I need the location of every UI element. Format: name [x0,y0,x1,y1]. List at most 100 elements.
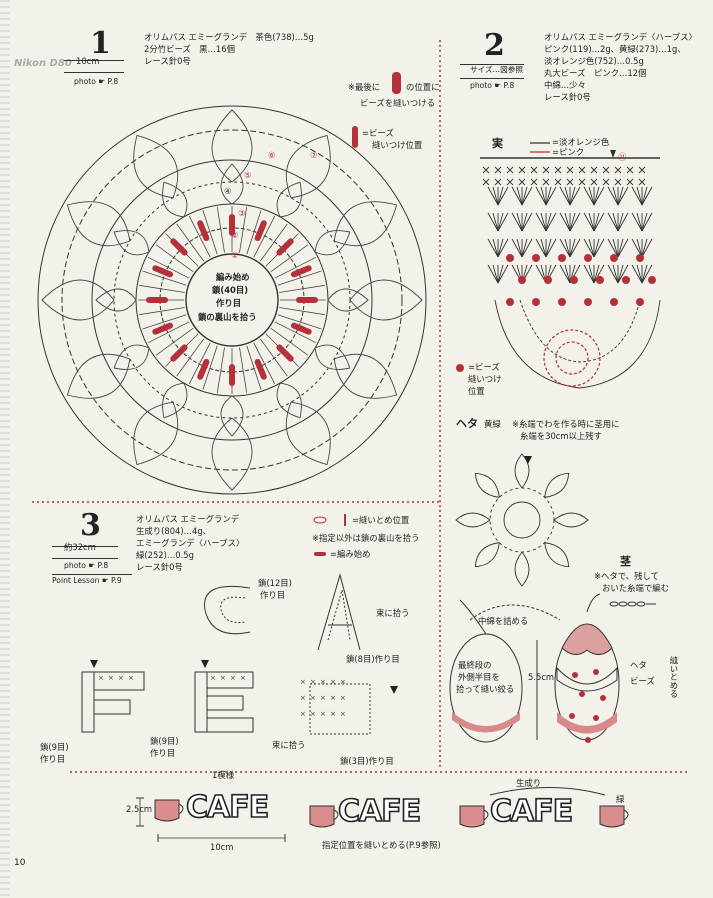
round-label-4: ④ [224,186,232,196]
stuff-note: 中綿を詰める [478,616,529,626]
a-chain: 鎖(8目)作り目 [346,654,400,664]
section-1-size: 10cm [76,56,100,66]
letter-a-chart [317,573,361,651]
calyx-note-1: ※糸端でわを作る時に茎用に [512,419,620,429]
e-chain-1: 鎖(9目) [150,736,179,746]
banner-note: 指定位置を縫いとめる(P.9参照) [322,840,441,850]
svg-text:×: × [128,674,134,682]
svg-text:×: × [310,678,316,686]
svg-text:×: × [118,674,124,682]
camera-watermark: Nikon D80 [14,58,72,69]
banner-height: 2.5cm [126,804,153,814]
svg-text:×: × [330,710,336,718]
section-3-size: 約32cm [64,542,96,552]
sew-note-1: 最終段の [458,660,492,670]
last-pick: 束に拾う [272,740,306,750]
bead-legend-2-a: =ビーズ [468,362,500,372]
doily-diagram [37,105,427,495]
section-2-rule-2 [460,78,524,79]
section-3-rule [52,546,118,547]
svg-text:×: × [240,674,246,682]
bead-note-sew: ビーズを縫いつける [360,98,435,108]
svg-text:×: × [300,694,306,702]
point-lesson-link[interactable]: Point Lesson ☛ P.9 [52,576,122,585]
legend-sew-pos: =縫いとめ位置 [352,515,410,525]
section-1-photo-link[interactable]: photo ☛ P.8 [74,77,119,86]
section-2-material-1: オリムパス エミーグランデ〈ハーブス〉 [544,32,697,42]
legend-back-loop: ※指定以外は鎖の裏山を拾う [312,533,420,543]
svg-text:×: × [300,678,306,686]
stem-note-2: おいた糸端で編む [602,583,669,593]
svg-text:×: × [320,678,326,686]
finishing-illustration [449,593,620,743]
calyx-color: 黄緑 [484,419,501,429]
round-label-6: ⑥ [268,150,276,160]
bead-legend-2-b: 縫いつけ [468,374,502,384]
page-number: 10 [14,858,26,868]
round-label-7: ⑦ [310,150,318,160]
section-2-photo-link[interactable]: photo ☛ P.8 [470,81,515,90]
svg-text:×: × [108,674,114,682]
svg-text:×: × [330,694,336,702]
center-text-4: 鎖の裏山を拾う [198,312,257,322]
e-bottom-pattern: 1模様 [212,770,235,780]
svg-text:×: × [340,678,346,686]
section-3-material-1: オリムパス エミーグランデ [136,514,240,524]
round-11-label: ⑪ [618,152,627,162]
bead-note-pos: の位置に [406,82,440,92]
banner-green-label: 緑 [616,794,625,804]
section-3-rule-2 [52,558,118,559]
cafe-word-3: CAFE [489,793,574,830]
bead-note-last: ※最後に [348,82,381,92]
round-label-3: ③ [238,208,246,218]
center-text-1: 編み始め [216,272,250,282]
bead-legend-2-c: 位置 [468,386,485,396]
cafe-word-1: CAFE [185,789,270,826]
center-text-3: 作り目 [216,298,242,308]
section-1-material-1: オリムパス エミーグランデ 茶色(738)…5g [144,32,314,42]
section-2-rule [460,64,524,65]
c-chain-2: 作り目 [260,590,286,600]
section-3-number: 3 [80,508,101,543]
section-1-material-2: 2分竹ビーズ 黒…16個 [144,44,235,54]
center-text-2: 鎖(40目) [212,285,249,295]
f-chain-2: 作り目 [40,754,66,764]
legend-orange: =淡オレンジ色 [552,137,610,147]
binding-edge [0,0,10,898]
calyx-note-2: 糸端を30cm以上残す [520,431,603,441]
f-chain-1: 鎖(9目) [40,742,69,752]
e-chain-2: 作り目 [150,748,176,758]
round-label-5: ⑤ [244,170,252,180]
section-3-material-3: エミーグランデ〈ハーブス〉 [136,538,245,548]
bead-legend-label: =ビーズ [362,128,394,138]
cafe-word-2: CAFE [337,793,422,830]
banner-color-label: 生成り [516,778,542,788]
section-2-size: サイズ…図参照 [470,65,523,74]
section-2-material-3: 淡オレンジ色(752)…0.5g [544,56,644,66]
section-3-material-2: 生成り(804)…4g、 [136,526,212,536]
section-2-number: 2 [484,28,505,63]
height-label: 5.5cm [528,672,555,682]
section-3-photo-link[interactable]: photo ☛ P.8 [64,561,109,570]
svg-text:×: × [340,710,346,718]
round-label-2: ② [231,230,239,240]
legend-start: =編み始め [330,549,371,559]
section-2-material-2: ピンク(119)…2g、黄緑(273)…1g、 [544,44,686,54]
last-chain: 鎖(3目)作り目 [340,756,394,766]
section-1-rule [64,60,124,61]
section-1-rule-2 [64,72,124,73]
section-1-material-3: レース針0号 [144,56,191,66]
sew-note-2: 外側半目を [458,672,500,682]
svg-text:×: × [230,674,236,682]
svg-text:×: × [330,678,336,686]
stem-label: 茎 [620,555,631,568]
c-chain-1: 鎖(12目) [258,578,292,588]
section-3-material-5: レース針0号 [136,562,183,572]
beads-side-label: ビーズ [630,676,655,686]
a-pick: 束に拾う [376,608,410,618]
letter-f-chart [81,671,145,733]
sew-note-3: 拾って縫い絞る [456,684,515,694]
calyx-diagram [455,453,589,587]
calyx-side-label: ヘタ [630,660,647,670]
